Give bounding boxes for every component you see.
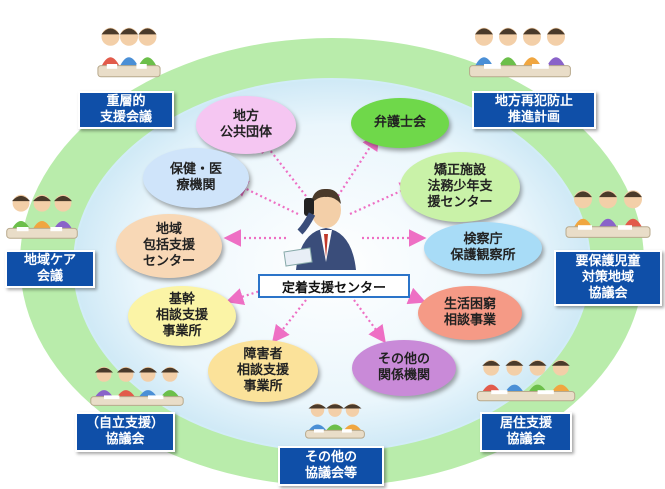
meeting-people-icon bbox=[565, 190, 651, 238]
node-sonota-kankei: その他の 関係機関 bbox=[352, 340, 456, 396]
box-jiritsu-shien: （自立支援） 協議会 bbox=[75, 412, 175, 452]
box-jusoteki-shien: 重層的 支援会議 bbox=[78, 91, 174, 129]
node-shogaisha-sodan: 障害者 相談支援 事業所 bbox=[208, 340, 318, 402]
node-kyosei-shisetsu: 矯正施設 法務少年支 援センター bbox=[400, 152, 520, 222]
meeting-people-icon bbox=[97, 27, 161, 78]
box-saihan-boshi: 地方再犯防止 推進計画 bbox=[472, 91, 596, 129]
center-label-box: 定着支援センター bbox=[258, 274, 410, 298]
node-kensatsucho: 検察庁 保護観察所 bbox=[424, 222, 542, 274]
box-chiiki-care: 地域ケア 会議 bbox=[5, 250, 95, 288]
node-kikan-sodan: 基幹 相談支援 事業所 bbox=[128, 286, 236, 346]
meeting-people-icon bbox=[6, 194, 78, 239]
node-hoken-iryo-kikan: 保健・医 療機関 bbox=[143, 148, 249, 208]
node-bengoshikai: 弁護士会 bbox=[351, 98, 449, 148]
meeting-people-icon bbox=[90, 366, 184, 406]
meeting-people-icon bbox=[469, 27, 571, 78]
box-kyoju-shien: 居住支援 協議会 bbox=[480, 412, 572, 452]
box-yohogo-jido: 要保護児童 対策地域 協議会 bbox=[554, 250, 662, 306]
box-sonota-kyogikai: その他の 協議会等 bbox=[278, 446, 384, 486]
node-chiiki-hokatsu: 地域 包括支援 センター bbox=[116, 214, 222, 278]
center-label: 定着支援センター bbox=[281, 280, 386, 296]
node-chiho-kokyo-dantai: 地方 公共団体 bbox=[196, 96, 296, 154]
meeting-people-icon bbox=[305, 403, 365, 439]
businessman-on-phone-icon bbox=[283, 188, 356, 270]
node-seikatsu-konkyu: 生活困窮 相談事業 bbox=[418, 286, 522, 340]
meeting-people-icon bbox=[476, 359, 576, 402]
